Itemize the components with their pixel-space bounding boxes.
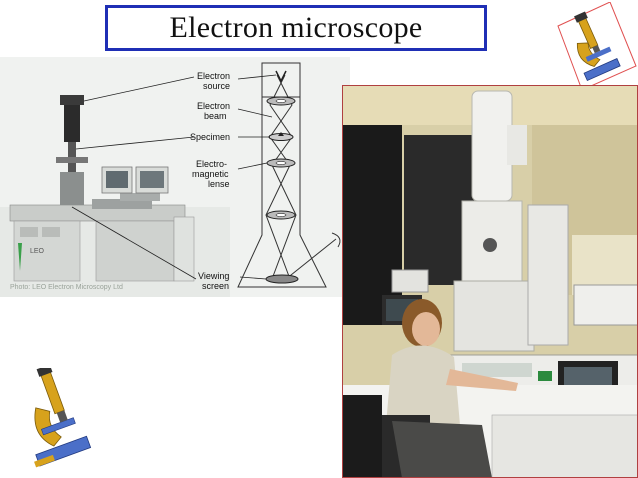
slide-title-box: Electron microscope: [105, 5, 487, 51]
viewing-screen: [265, 274, 299, 284]
microscope-icon-bottom-left: [34, 368, 92, 468]
label-electron-beam-line2: beam: [204, 111, 227, 121]
label-viewing-screen-line2: screen: [202, 281, 229, 291]
label-specimen: Specimen: [190, 132, 230, 142]
electron-source-symbol: [275, 70, 287, 83]
photo-credit: Photo: LEO Electron Microscopy Ltd: [10, 284, 123, 291]
microscope-machine: [9, 95, 195, 282]
label-electron-source-line1: Electron: [197, 71, 230, 81]
lab-photo: [342, 85, 638, 478]
label-lens-line1: Electro-: [196, 159, 227, 169]
slide-title: Electron microscope: [169, 11, 423, 44]
label-lens-line2: magnetic: [192, 169, 229, 179]
label-electron-beam-line1: Electron: [197, 101, 230, 111]
label-electron-source-line2: source: [203, 81, 230, 91]
microscope-icon-top-right: [557, 2, 637, 90]
electron-microscope-diagram: LEO Photo: LEO Electron Microscopy Ltd E…: [0, 57, 350, 297]
diagram-mark-leo: LEO: [30, 248, 45, 255]
label-lens-line3: lense: [208, 179, 230, 189]
label-viewing-screen-line1: Viewing: [198, 271, 229, 281]
